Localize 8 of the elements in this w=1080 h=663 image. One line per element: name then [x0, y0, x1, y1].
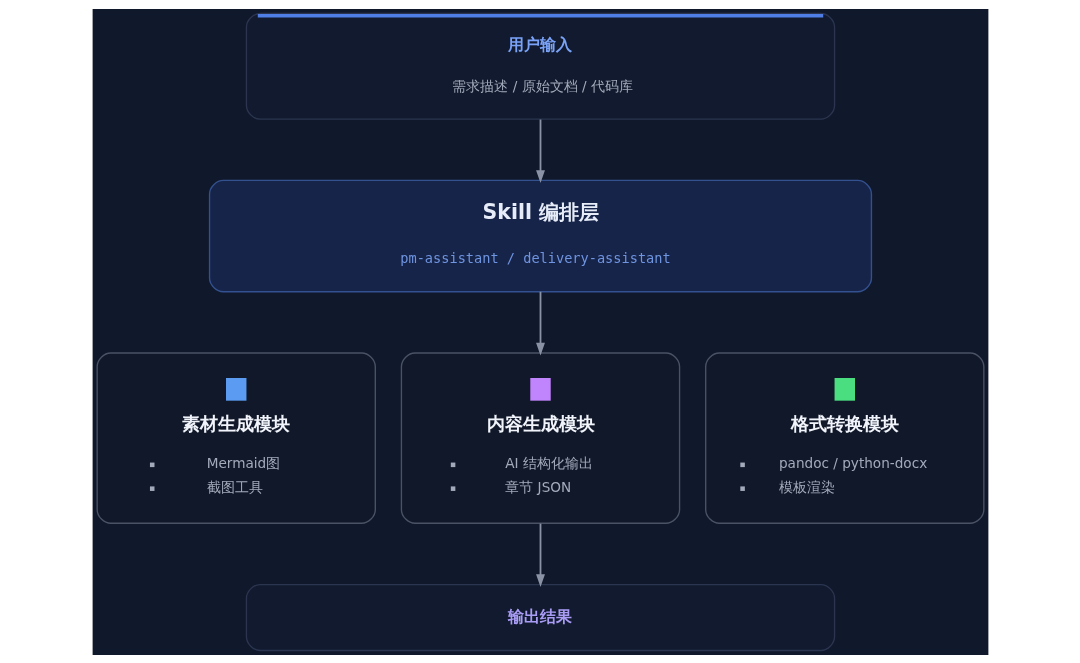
node-box: 素材生成模块 Mermaid图 截图工具 — [95, 351, 376, 524]
node-box: 格式转换模块 pandoc / python-docx 模板渲染 — [704, 351, 984, 524]
arrow — [535, 290, 545, 356]
node-box: 输出结果 — [245, 583, 835, 651]
arrow — [535, 522, 545, 587]
arrow — [535, 118, 545, 183]
node-box: Skill 编排层 pm-assistant / delivery-assistant — [208, 179, 872, 292]
node-box: 内容生成模块 AI 结构化输出 章节 JSON — [400, 351, 680, 524]
